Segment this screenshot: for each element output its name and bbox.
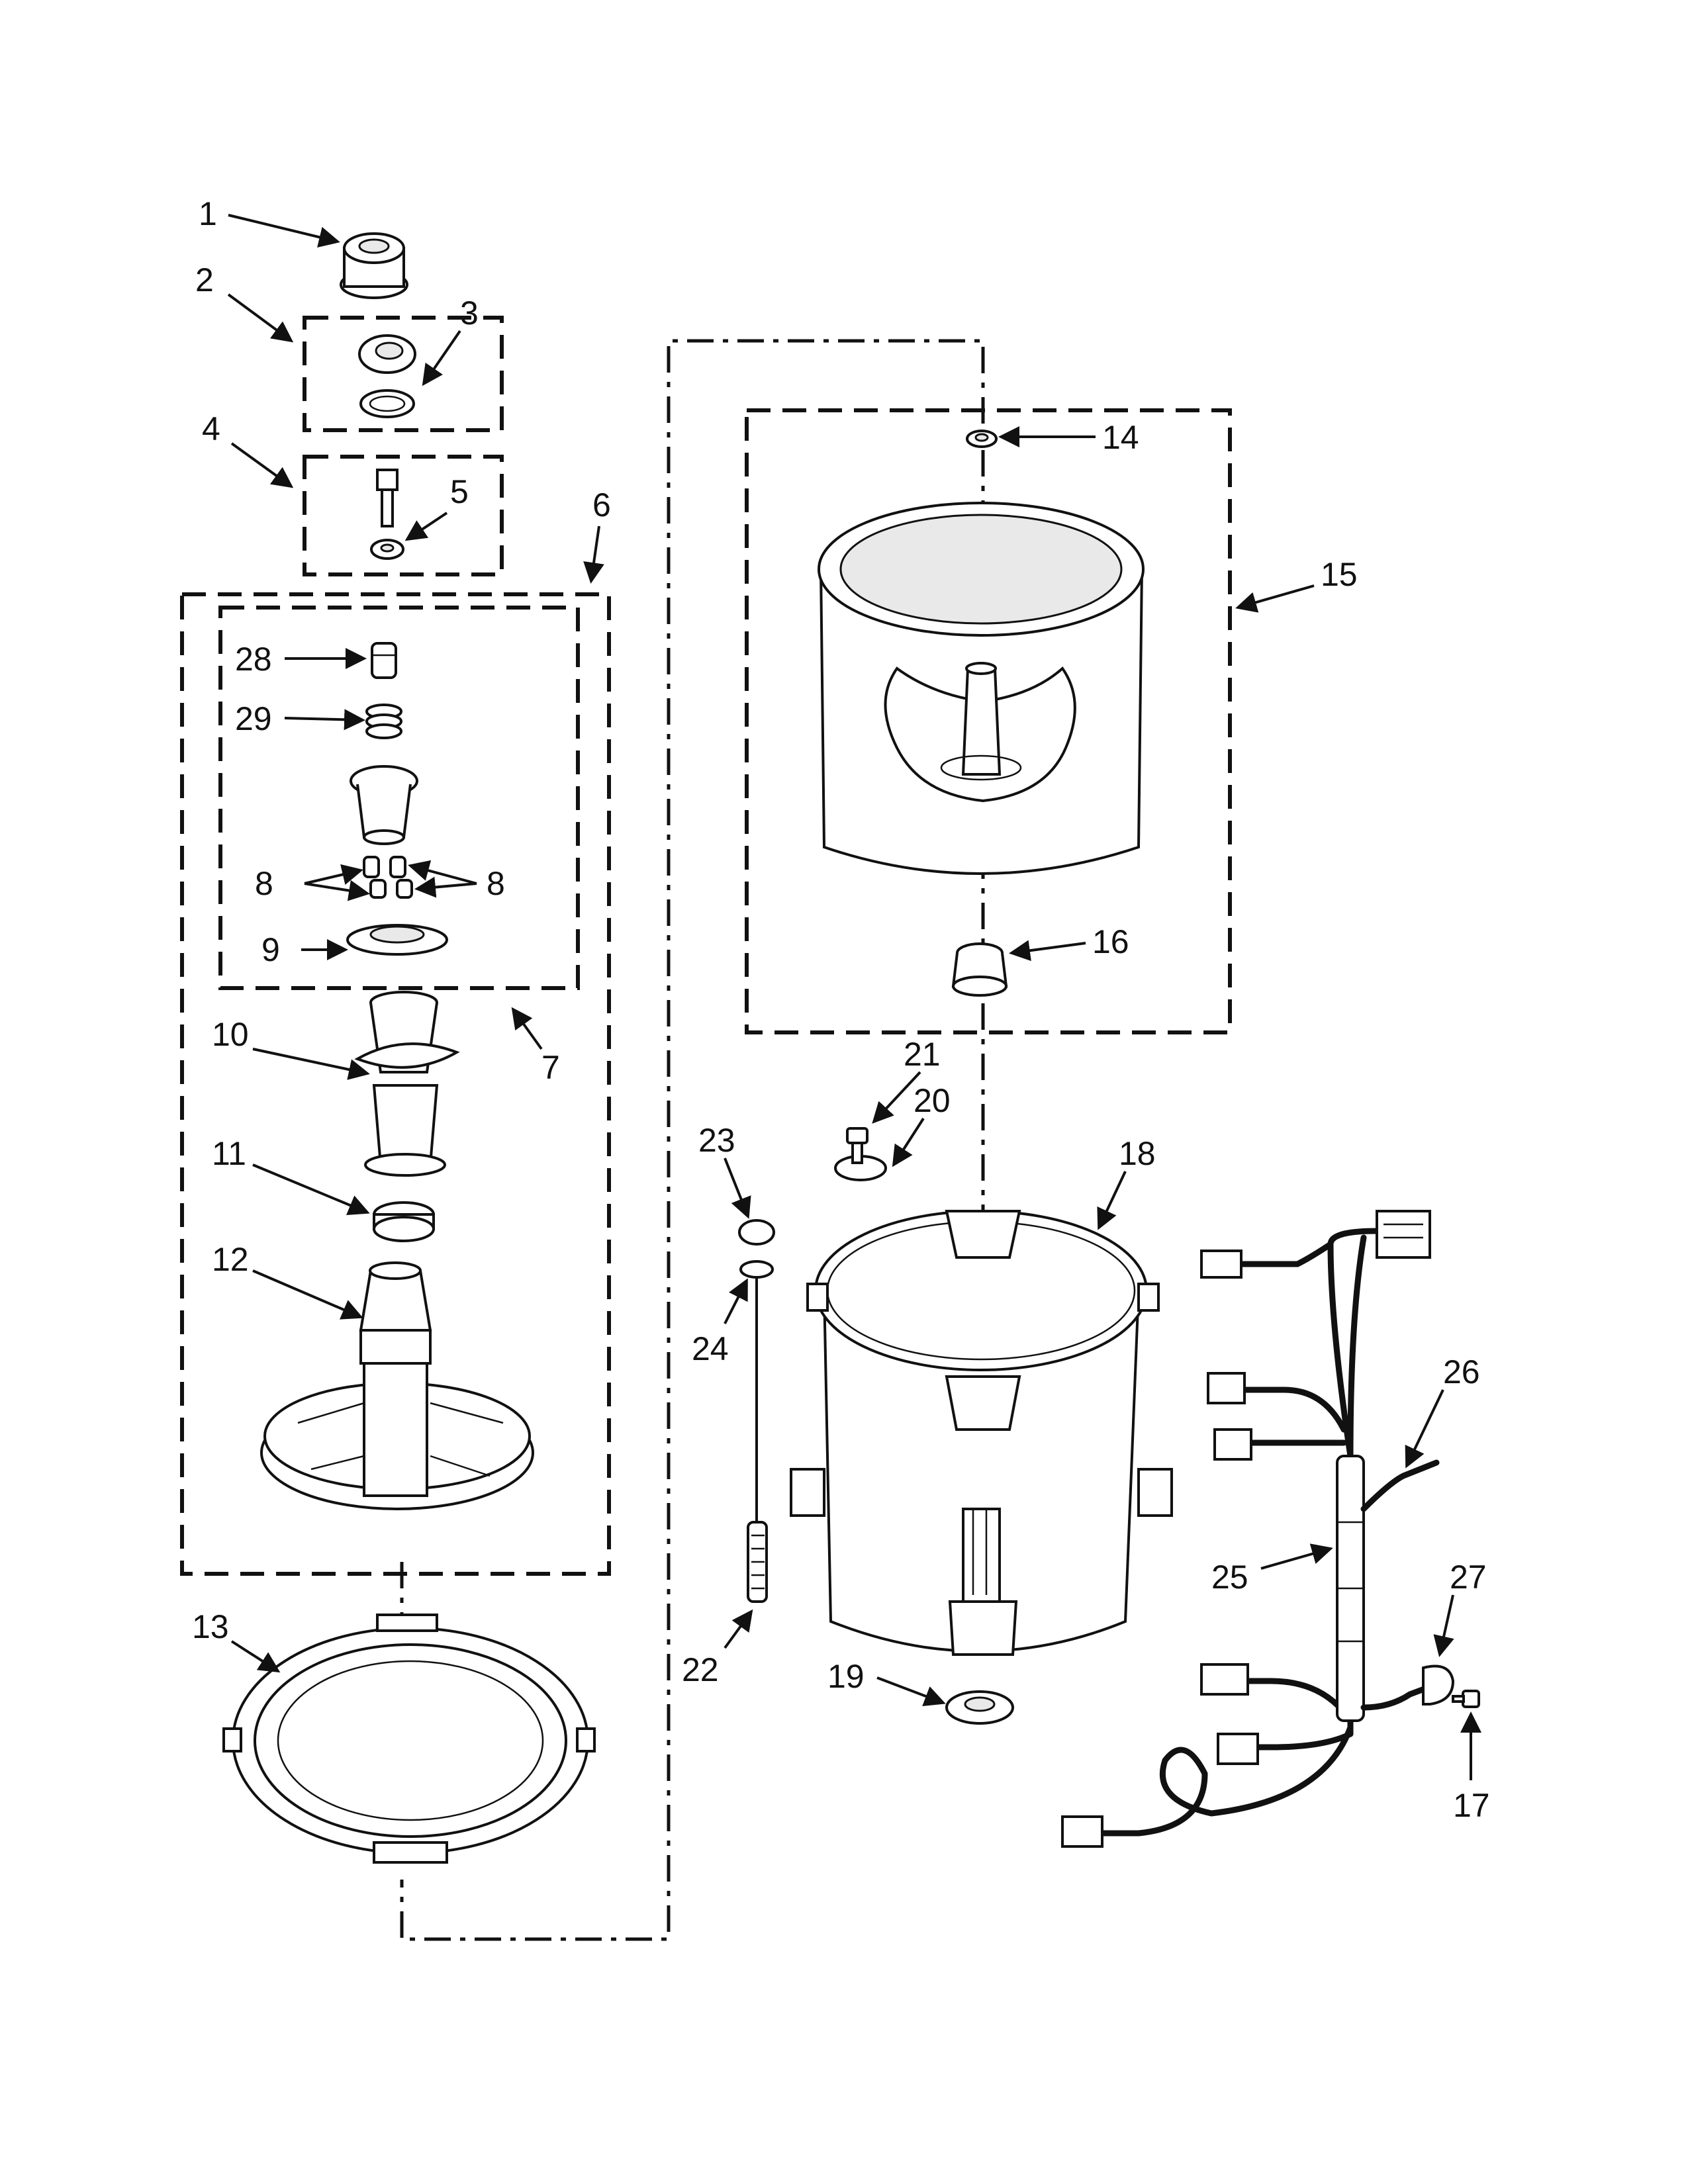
callout-15: 15 bbox=[1321, 556, 1358, 593]
callout-19: 19 bbox=[827, 1658, 865, 1695]
part-25-wire-harness bbox=[1089, 1228, 1407, 1837]
callout-10: 10 bbox=[212, 1016, 249, 1053]
part-22-suspension-rod bbox=[747, 1277, 768, 1603]
callout-21: 21 bbox=[904, 1036, 941, 1073]
part-18-outer-tub bbox=[790, 1210, 1173, 1656]
callout-14: 14 bbox=[1102, 419, 1139, 456]
callout-29: 29 bbox=[235, 700, 272, 737]
callout-9: 9 bbox=[261, 931, 280, 968]
part-4-bolt bbox=[376, 469, 399, 527]
part-27-clip bbox=[1422, 1664, 1455, 1706]
callout-27: 27 bbox=[1450, 1559, 1487, 1596]
callout-8-right: 8 bbox=[487, 865, 505, 902]
callout-17: 17 bbox=[1453, 1787, 1490, 1824]
group-box-4 bbox=[303, 455, 504, 576]
callout-13: 13 bbox=[192, 1608, 229, 1645]
callout-5: 5 bbox=[450, 473, 469, 510]
callout-1: 1 bbox=[199, 195, 217, 232]
part-10-auger bbox=[354, 991, 460, 1177]
callout-3: 3 bbox=[460, 295, 479, 332]
callout-6: 6 bbox=[592, 486, 611, 523]
callout-24: 24 bbox=[692, 1330, 729, 1367]
part-8-dogs bbox=[363, 856, 413, 899]
part-24-grommet bbox=[739, 1260, 774, 1279]
callout-26: 26 bbox=[1443, 1353, 1480, 1390]
callout-8-left: 8 bbox=[255, 865, 273, 902]
callout-11: 11 bbox=[212, 1135, 246, 1172]
part-3-ring bbox=[359, 389, 415, 418]
callout-20: 20 bbox=[914, 1082, 951, 1119]
part-1-agitator-cap bbox=[340, 232, 408, 299]
part-11-bearing bbox=[373, 1201, 435, 1242]
part-21-screw bbox=[846, 1127, 868, 1164]
part-13-balance-ring bbox=[222, 1614, 596, 1864]
part-5-washer bbox=[370, 539, 404, 560]
part-dog-housing bbox=[350, 765, 418, 845]
callout-2: 2 bbox=[195, 261, 214, 298]
callout-7: 7 bbox=[541, 1049, 560, 1086]
callout-18: 18 bbox=[1119, 1135, 1156, 1172]
group-box-2 bbox=[303, 316, 504, 432]
connector-line bbox=[400, 339, 985, 1941]
part-29-spring bbox=[365, 704, 402, 739]
leader-lines bbox=[227, 214, 1481, 1780]
part-2-cam bbox=[358, 334, 416, 374]
part-15-basket bbox=[818, 502, 1145, 875]
group-box-15 bbox=[745, 408, 1232, 1034]
part-16-hub bbox=[951, 942, 1008, 997]
part-9-retainer bbox=[346, 924, 448, 956]
part-28-cap bbox=[371, 642, 397, 679]
group-box-7 bbox=[218, 606, 580, 990]
part-23-cap bbox=[738, 1219, 775, 1246]
part-19-seal bbox=[945, 1690, 1014, 1725]
callout-23: 23 bbox=[698, 1122, 735, 1159]
callout-22: 22 bbox=[682, 1651, 719, 1688]
harness-connectors bbox=[1061, 1210, 1431, 1848]
callout-28: 28 bbox=[235, 641, 272, 678]
callout-4: 4 bbox=[202, 410, 220, 447]
callout-16: 16 bbox=[1092, 923, 1129, 960]
group-box-6 bbox=[180, 592, 611, 1576]
part-17-screw bbox=[1452, 1690, 1480, 1708]
part-14-nut bbox=[966, 430, 998, 448]
callout-12: 12 bbox=[212, 1241, 249, 1278]
callout-25: 25 bbox=[1211, 1559, 1248, 1596]
part-26-ground-wire bbox=[1360, 1459, 1440, 1711]
part-12-impeller bbox=[260, 1261, 534, 1510]
